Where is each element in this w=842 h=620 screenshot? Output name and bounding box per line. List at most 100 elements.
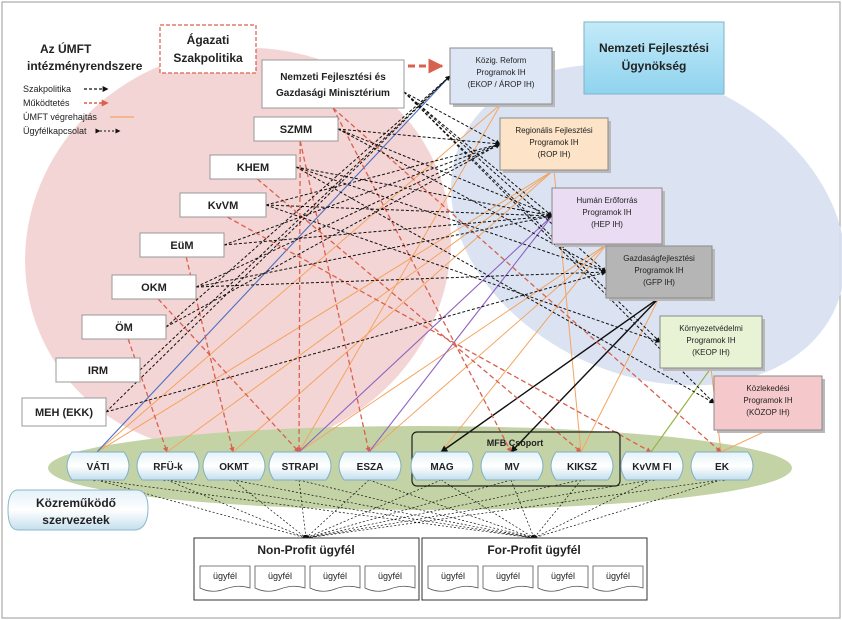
nfgm-policy-line	[403, 91, 553, 217]
ministry-label: MEH (EKK)	[35, 407, 93, 419]
client-item: ügyfél	[254, 565, 306, 592]
ministry-label: EüM	[170, 240, 193, 252]
legend-item-mukodtetes: Működtetés	[23, 98, 70, 108]
legend-title-2: intézményrendszere	[27, 59, 143, 73]
ministry-label: OKM	[141, 282, 167, 294]
operation-line	[299, 140, 371, 453]
ministry-label: KvVM	[208, 200, 239, 212]
policy-line	[165, 75, 451, 328]
forprofit-title: For-Profit ügyfél	[487, 543, 580, 557]
programme-label-line: Programok IH	[634, 266, 684, 275]
client-relation-line	[533, 477, 725, 539]
body-esza: ESZA	[338, 451, 402, 481]
programme-label-line: Programok IH	[529, 138, 579, 147]
body-kvvmfi: KvVM FI	[620, 451, 684, 481]
programme-label-line: (HEP IH)	[591, 220, 623, 229]
implementation-line	[96, 103, 502, 453]
policy-line	[265, 142, 501, 206]
legend: Az ÚMFT intézményrendszere Szakpolitika …	[23, 41, 143, 136]
client-item-label: ügyfél	[606, 571, 630, 581]
client-item-label: ügyfél	[496, 571, 520, 581]
operation-line	[256, 178, 582, 453]
nfgm-line1: Nemzeti Fejlesztési és	[280, 72, 386, 83]
policy-line	[295, 166, 607, 273]
ministries: SZMM KHEM KvVM EüM OKM ÖM IRM MEH (EKK)	[21, 116, 339, 427]
body-kiksz: KIKSZ	[550, 451, 614, 481]
nfgm-line2: Gazdasági Minisztérium	[276, 88, 390, 99]
programme-label-line: Programok IH	[582, 208, 632, 217]
forprofit-client-box: For-Profit ügyfél ügyfél ügyfél ügyfél ügyf…	[421, 537, 648, 601]
implementation-line	[368, 243, 608, 453]
kozremukodo-tab: Közreműködő szervezetek	[7, 489, 149, 531]
client-item-label: ügyfél	[551, 571, 575, 581]
ministry-label: IRM	[88, 365, 108, 377]
ministry-label: ÖM	[115, 321, 133, 334]
mfb-label: MFB Csoport	[487, 438, 544, 448]
ministry-label: SZMM	[280, 124, 312, 136]
nfgm-ek-operation-line	[332, 107, 722, 453]
client-item-label: ügyfél	[213, 571, 237, 581]
programme-label-line: (ROP IH)	[538, 150, 571, 159]
ministry-okm: OKM	[111, 274, 197, 300]
policy-line	[195, 269, 607, 288]
programme-label-line: Programok IH	[743, 396, 793, 405]
agazati-line2: Szakpolitika	[173, 51, 243, 65]
policy-line	[105, 270, 607, 413]
programme-label-line: (KEOP IH)	[692, 348, 730, 357]
body-okmt: OKMT	[202, 451, 266, 481]
body-label: MV	[505, 462, 520, 473]
ministry-om: ÖM	[81, 314, 167, 340]
policy-line	[139, 75, 451, 371]
legend-item-szakpolitika: Szakpolitika	[23, 84, 71, 94]
operation-line	[157, 298, 300, 453]
agazati-szakpolitika-box: Ágazati Szakpolitika	[159, 24, 257, 74]
ministry-kvvm: KvVM	[179, 192, 267, 218]
client-item: ügyfél	[199, 565, 251, 592]
client-item: ügyfél	[364, 565, 416, 592]
policy-line	[295, 166, 553, 218]
body-rfu: RFÜ-k	[136, 451, 200, 481]
programme-label-line: Programok IH	[476, 68, 526, 77]
body-label: VÁTI	[87, 460, 110, 473]
nfgm-box: Nemzeti Fejlesztési és Gazdasági Miniszt…	[261, 59, 405, 109]
nfu-box: Nemzeti Fejlesztési Ügynökség	[583, 21, 725, 95]
implementation-line	[298, 243, 608, 453]
nfgm-mv-operation-line	[332, 107, 512, 453]
body-ek: EK	[690, 451, 754, 481]
ministry-label: KHEM	[237, 162, 269, 174]
policy-line	[195, 143, 501, 288]
programme-label-line: Gazdaságfejlesztési	[623, 254, 695, 263]
body-strapi: STRAPI	[268, 451, 332, 481]
policy-line	[295, 166, 715, 404]
ministry-irm: IRM	[55, 357, 141, 383]
programme-label-line: Programok IH	[686, 336, 736, 345]
nfu-line1: Nemzeti Fejlesztési	[599, 41, 709, 55]
body-mv: MV	[480, 451, 544, 481]
operation-line	[226, 216, 652, 453]
policy-line	[195, 214, 553, 288]
client-item: ügyfél	[309, 565, 361, 592]
body-label: KIKSZ	[567, 462, 597, 473]
connection-lines	[93, 75, 769, 540]
hep-strapi-line	[298, 215, 553, 453]
implementation-line	[232, 169, 555, 453]
client-item: ügyfél	[537, 565, 589, 592]
legend-item-vegrehajtas: ÚMFT végrehajtás	[23, 112, 97, 122]
client-item-label: ügyfél	[323, 571, 347, 581]
policy-line	[165, 143, 501, 328]
agazati-line1: Ágazati	[187, 32, 230, 47]
client-item-label: ügyfél	[441, 571, 465, 581]
programme-label-line: Közig. Reform	[476, 56, 527, 65]
kozremukodo-line2: szervezetek	[42, 513, 110, 527]
body-label: ESZA	[357, 462, 384, 473]
policy-line	[265, 204, 553, 219]
programme-label-line: Regionális Fejlesztési	[515, 126, 593, 135]
nfu-line2: Ügynökség	[622, 58, 687, 73]
